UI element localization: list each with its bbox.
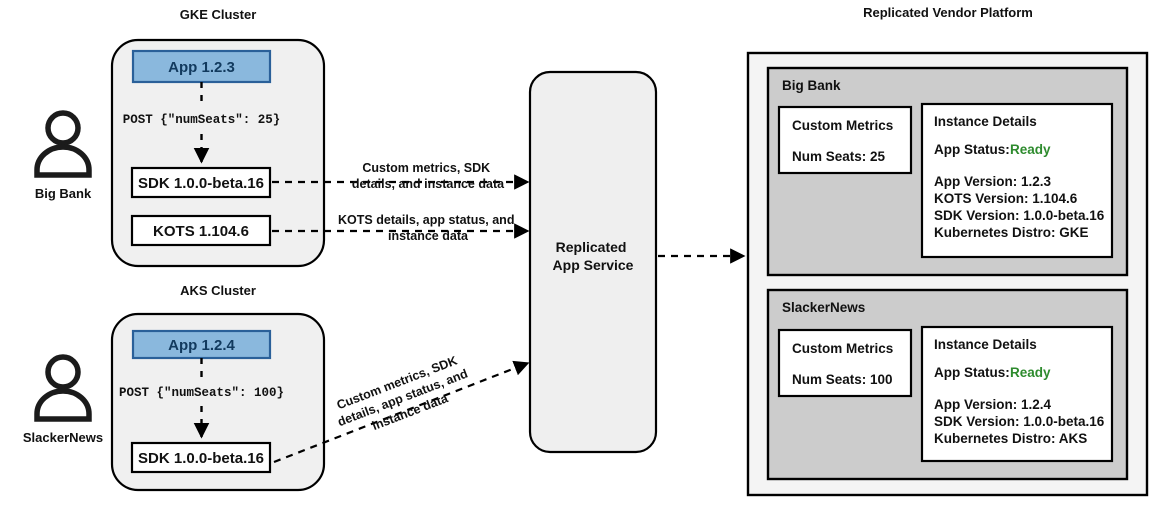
tenant-name: Big Bank [782, 78, 841, 93]
gke-sdk-label: SDK 1.0.0-beta.16 [138, 175, 264, 192]
customer-label: Big Bank [35, 186, 92, 201]
aks-sdk-box[interactable] [130, 441, 272, 474]
gke-cluster-title: GKE Cluster [180, 7, 257, 22]
instance-details-heading: Instance Details [934, 337, 1037, 352]
app-status-label: App Status: [934, 142, 1010, 157]
instance-details-box[interactable] [920, 102, 1114, 259]
custom-metrics-heading: Custom Metrics [792, 341, 893, 356]
custom-metrics-heading: Custom Metrics [792, 118, 893, 133]
custom-metrics-row: Num Seats: 100 [792, 372, 893, 387]
custom-metrics-box[interactable] [777, 328, 913, 398]
app-status-label: App Status: [934, 365, 1010, 380]
platform-title: Replicated Vendor Platform [863, 5, 1033, 20]
edge-line [273, 360, 530, 464]
replicated-vendor-platform: Replicated Vendor Platform Big Bank Cust… [746, 5, 1149, 497]
service-box[interactable] [528, 70, 658, 454]
edge-label: Custom metrics, SDK details, and instanc… [352, 161, 505, 191]
instance-details-card[interactable]: Instance Details App Status: Ready App V… [920, 102, 1114, 259]
replicated-app-service[interactable]: Replicated App Service [528, 70, 658, 454]
edge-kots-to-service: KOTS details, app status, and instance d… [272, 213, 530, 243]
custom-metrics-card[interactable]: Custom Metrics Num Seats: 100 [777, 328, 913, 398]
status-badge: Ready [1010, 142, 1051, 157]
gke-cluster: GKE Cluster App 1.2.3 POST {"numSeats": … [110, 7, 326, 268]
aks-cluster: AKS Cluster App 1.2.4 POST {"numSeats": … [110, 283, 326, 492]
aks-cluster-title: AKS Cluster [180, 283, 256, 298]
status-badge: Ready [1010, 365, 1051, 380]
instance-details-card[interactable]: Instance Details App Status: Ready App V… [920, 325, 1114, 463]
tenant-name: SlackerNews [782, 300, 865, 315]
aks-post-label: POST {"numSeats": 100} [119, 386, 284, 400]
edge-sdk-to-service: Custom metrics, SDK details, and instanc… [272, 161, 530, 191]
person-icon [34, 354, 92, 422]
instance-details-rows: App Version: 1.2.3 KOTS Version: 1.104.6… [934, 174, 1108, 240]
instance-details-rows: App Version: 1.2.4 SDK Version: 1.0.0-be… [934, 397, 1108, 446]
gke-app-box[interactable] [131, 49, 272, 84]
customer-slackernews: SlackerNews [23, 354, 103, 445]
edge-label: KOTS details, app status, and instance d… [338, 213, 518, 243]
gke-post-label: POST {"numSeats": 25} [123, 113, 281, 127]
tenant-slackernews: SlackerNews Custom Metrics Num Seats: 10… [766, 288, 1129, 481]
edge-label: Custom metrics, SDK details, app status,… [330, 350, 479, 444]
person-icon [34, 110, 92, 178]
aks-sdk-label: SDK 1.0.0-beta.16 [138, 450, 264, 467]
instance-details-box[interactable] [920, 325, 1114, 463]
service-label: Replicated App Service [553, 239, 634, 273]
customer-big-bank: Big Bank [34, 110, 92, 201]
aks-app-label: App 1.2.4 [168, 337, 235, 354]
gke-sdk-box[interactable] [130, 166, 272, 199]
gke-cluster-container [110, 38, 326, 268]
custom-metrics-card[interactable]: Custom Metrics Num Seats: 25 [777, 105, 913, 175]
gke-app-label: App 1.2.3 [168, 59, 235, 76]
gke-kots-label: KOTS 1.104.6 [153, 223, 249, 240]
gke-kots-box[interactable] [130, 214, 272, 247]
customer-label: SlackerNews [23, 430, 103, 445]
instance-details-heading: Instance Details [934, 114, 1037, 129]
custom-metrics-box[interactable] [777, 105, 913, 175]
tenant-big-bank: Big Bank Custom Metrics Num Seats: 25 In… [766, 66, 1129, 277]
custom-metrics-row: Num Seats: 25 [792, 149, 886, 164]
